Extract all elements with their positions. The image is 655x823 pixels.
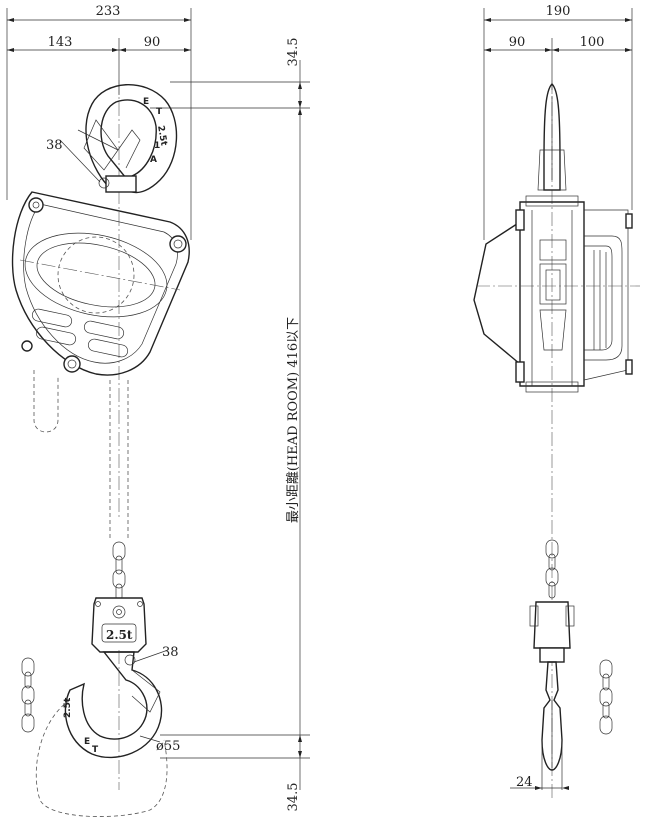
upper-hook-letter-e: E <box>143 97 149 107</box>
upper-hook-letter-a: A <box>150 155 157 165</box>
hand-chain-side <box>599 659 613 735</box>
dim-143: 143 <box>48 35 73 50</box>
hand-chain-front <box>21 657 35 733</box>
body-capacity: 2.5t <box>106 628 133 642</box>
dim-233: 233 <box>96 4 121 19</box>
side-upper-hook <box>537 80 567 800</box>
side-width-dimensions: 190 90 100 <box>483 4 633 240</box>
dim-90-side: 90 <box>509 35 526 50</box>
lower-hook-letter-e: E <box>84 737 90 747</box>
upper-hook: E T 2.5t 1 A 38 <box>46 80 178 520</box>
lower-hook: 38 ø55 2.5t E T <box>35 645 180 817</box>
dim-190: 190 <box>546 4 571 19</box>
dim-90-front: 90 <box>144 35 161 50</box>
dim-38-lower: 38 <box>162 645 179 660</box>
upper-hook-letter-1: 1 <box>154 141 160 151</box>
upper-hook-capacity: 2.5t <box>155 125 168 147</box>
dim-24: 24 <box>516 775 533 790</box>
side-lower-assembly: 24 <box>510 539 575 790</box>
lower-hook-letter-t: T <box>92 745 99 755</box>
front-width-dimensions: 233 143 90 <box>6 4 192 240</box>
head-room-label: 最小距離(HEAD ROOM) 416以下 <box>286 317 301 523</box>
hoist-body-side <box>473 195 640 393</box>
dim-hook-diameter: ø55 <box>156 739 180 754</box>
dim-38-upper: 38 <box>46 138 63 153</box>
hoist-body-front <box>11 191 190 433</box>
headroom-dimension: 34.5 34.5 最小距離(HEAD ROOM) 416以下 <box>150 38 310 812</box>
lower-block-front: 2.5t <box>91 597 147 653</box>
lower-hook-capacity: 2.5t <box>63 697 73 718</box>
load-chain-front <box>109 380 129 601</box>
upper-hook-letter-t: T <box>156 107 163 117</box>
dim-100-side: 100 <box>580 35 605 50</box>
dim-34-5-bottom: 34.5 <box>286 783 301 812</box>
dim-34-5-top: 34.5 <box>286 38 301 67</box>
